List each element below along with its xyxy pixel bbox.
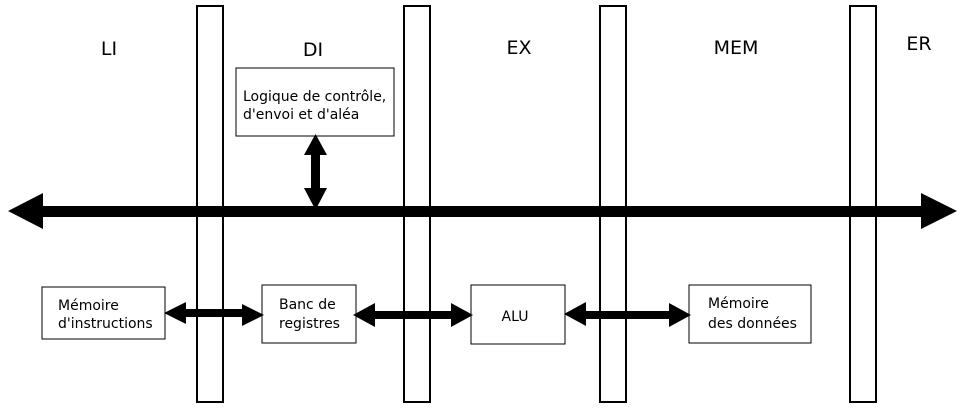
register-file-box: Banc de registres	[261, 284, 357, 344]
arrow-alu-data-memory	[564, 302, 691, 327]
data-memory-line-1: Mémoire	[708, 296, 769, 312]
data-memory-box: Mémoire des données	[688, 284, 812, 344]
stage-label-di: DI	[303, 39, 323, 61]
control-logic-line-1: Logique de contrôle,	[243, 89, 386, 105]
pipeline-register-li-di	[196, 5, 224, 403]
register-file-line-2: registres	[279, 316, 340, 332]
control-logic-line-2: d'envoi et d'aléa	[243, 107, 359, 123]
data-memory-line-2: des données	[708, 316, 797, 332]
register-file-line-1: Banc de	[279, 297, 336, 313]
alu-box: ALU	[470, 284, 566, 345]
arrow-registers-alu	[353, 303, 473, 327]
bus-left-arrowhead	[8, 193, 43, 229]
bus-right-arrowhead	[921, 193, 957, 229]
stage-label-mem: MEM	[714, 37, 759, 59]
instruction-memory-line-2: d'instructions	[58, 316, 153, 332]
stage-label-li: LI	[101, 38, 117, 60]
main-bus	[8, 193, 957, 229]
stage-label-ex: EX	[506, 37, 531, 59]
control-bus-arrow	[304, 134, 327, 210]
control-logic-box: Logique de contrôle, d'envoi et d'aléa	[235, 67, 395, 137]
arrow-instr-mem-registers	[164, 302, 264, 326]
pipeline-register-di-ex	[403, 5, 431, 403]
pipeline-register-ex-mem	[599, 5, 627, 403]
alu-label: ALU	[502, 309, 529, 325]
instruction-memory-box: Mémoire d'instructions	[41, 286, 166, 340]
stage-label-er: ER	[906, 33, 931, 55]
pipeline-register-mem-er	[849, 5, 877, 403]
instruction-memory-line-1: Mémoire	[58, 298, 119, 314]
